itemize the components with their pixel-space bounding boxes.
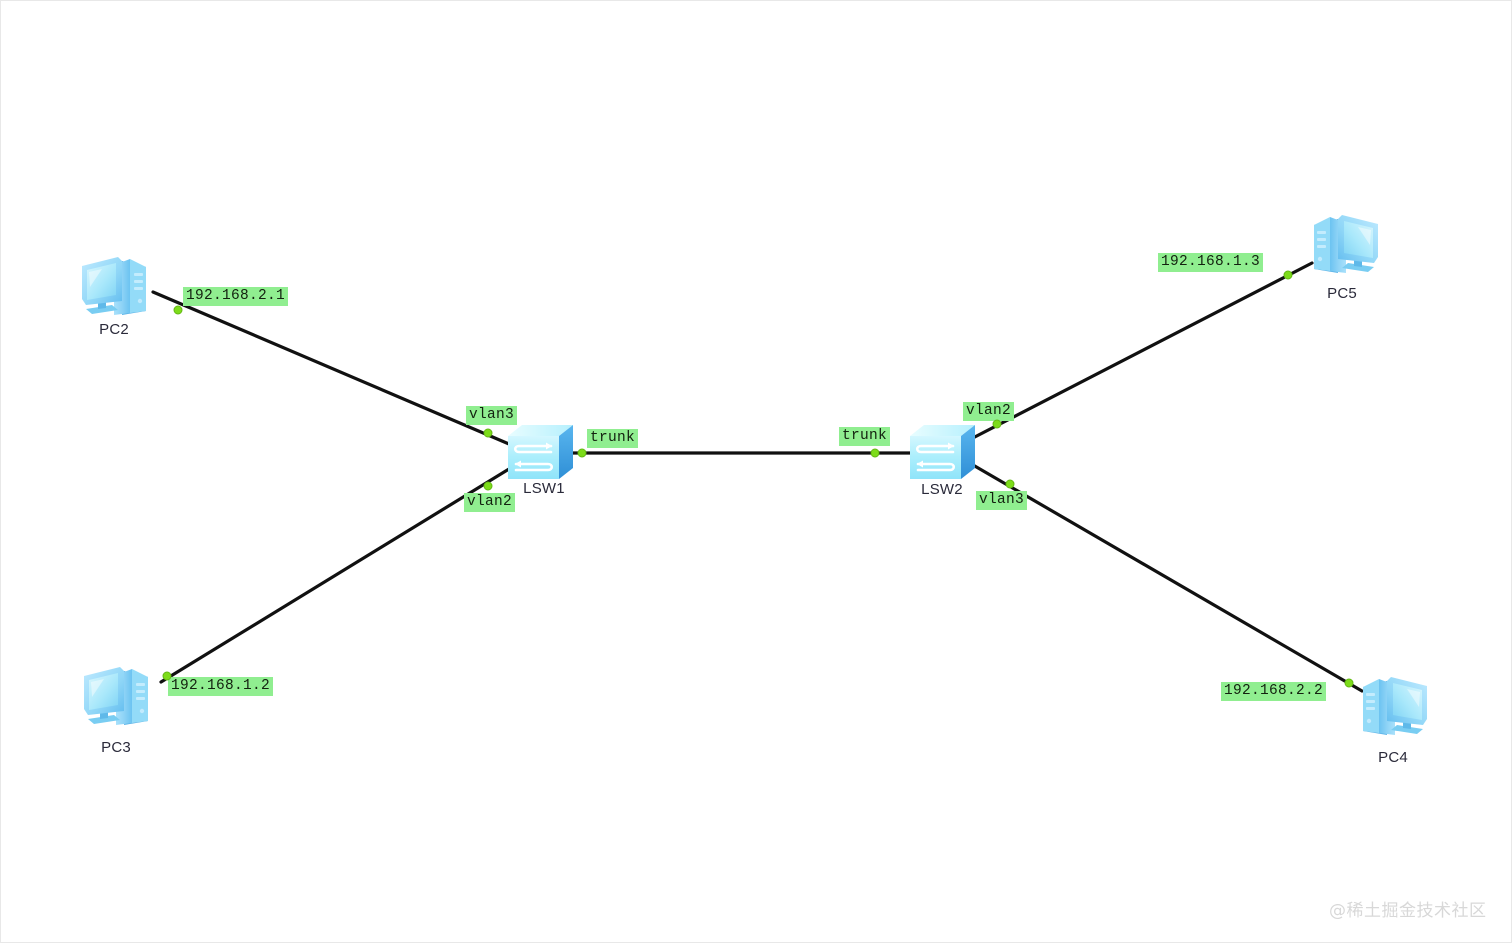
port-label-port-pc4-ip[interactable]: 192.168.2.2	[1221, 682, 1327, 701]
device-label-pc5: PC5	[1327, 285, 1357, 302]
watermark: @稀土掘金技术社区	[1329, 901, 1487, 921]
link-lsw2-pc5[interactable]	[965, 261, 1314, 443]
port-dot-port-lsw1-trunk[interactable]	[577, 448, 587, 458]
device-pc2-pc-monitor-icon[interactable]	[82, 257, 146, 315]
port-dot-port-pc2-ip[interactable]	[173, 305, 183, 315]
port-dot-port-pc4-ip[interactable]	[1344, 678, 1354, 688]
port-dot-port-lsw2-trunk[interactable]	[870, 448, 880, 458]
port-dot-port-lsw2-vlan2[interactable]	[992, 419, 1002, 429]
device-label-pc2: PC2	[99, 321, 129, 338]
link-lines	[151, 261, 1364, 693]
link-pc3-lsw1[interactable]	[159, 467, 511, 684]
port-label-port-lsw1-vlan2[interactable]: vlan2	[464, 493, 516, 512]
device-label-pc3: PC3	[101, 739, 131, 756]
port-label-port-lsw2-vlan3[interactable]: vlan3	[976, 491, 1028, 510]
device-label-lsw2: LSW2	[921, 481, 963, 498]
device-pc5-pc-monitor-icon[interactable]	[1314, 215, 1378, 273]
port-label-port-lsw2-trunk[interactable]: trunk	[839, 427, 891, 446]
port-label-port-lsw2-vlan2[interactable]: vlan2	[963, 402, 1015, 421]
device-lsw1-switch-icon[interactable]	[508, 425, 573, 479]
device-label-lsw1: LSW1	[523, 480, 565, 497]
port-dot-port-pc5-ip[interactable]	[1283, 270, 1293, 280]
port-label-port-pc5-ip[interactable]: 192.168.1.3	[1158, 253, 1264, 272]
port-label-port-lsw1-trunk[interactable]: trunk	[587, 429, 639, 448]
port-label-port-pc2-ip[interactable]: 192.168.2.1	[183, 287, 289, 306]
link-pc2-lsw1[interactable]	[151, 290, 511, 446]
device-pc3-pc-monitor-icon[interactable]	[84, 667, 148, 725]
link-lsw2-pc4[interactable]	[971, 463, 1364, 693]
port-dot-port-lsw1-vlan3[interactable]	[483, 428, 493, 438]
port-dot-port-lsw2-vlan3[interactable]	[1005, 479, 1015, 489]
port-label-port-lsw1-vlan3[interactable]: vlan3	[466, 406, 518, 425]
device-label-pc4: PC4	[1378, 749, 1408, 766]
port-label-port-pc3-ip[interactable]: 192.168.1.2	[168, 677, 274, 696]
port-dot-port-lsw1-vlan2[interactable]	[483, 481, 493, 491]
device-lsw2-switch-icon[interactable]	[910, 425, 975, 479]
device-pc4-pc-monitor-icon[interactable]	[1363, 677, 1427, 735]
port-dot-port-pc3-ip[interactable]	[162, 671, 172, 681]
